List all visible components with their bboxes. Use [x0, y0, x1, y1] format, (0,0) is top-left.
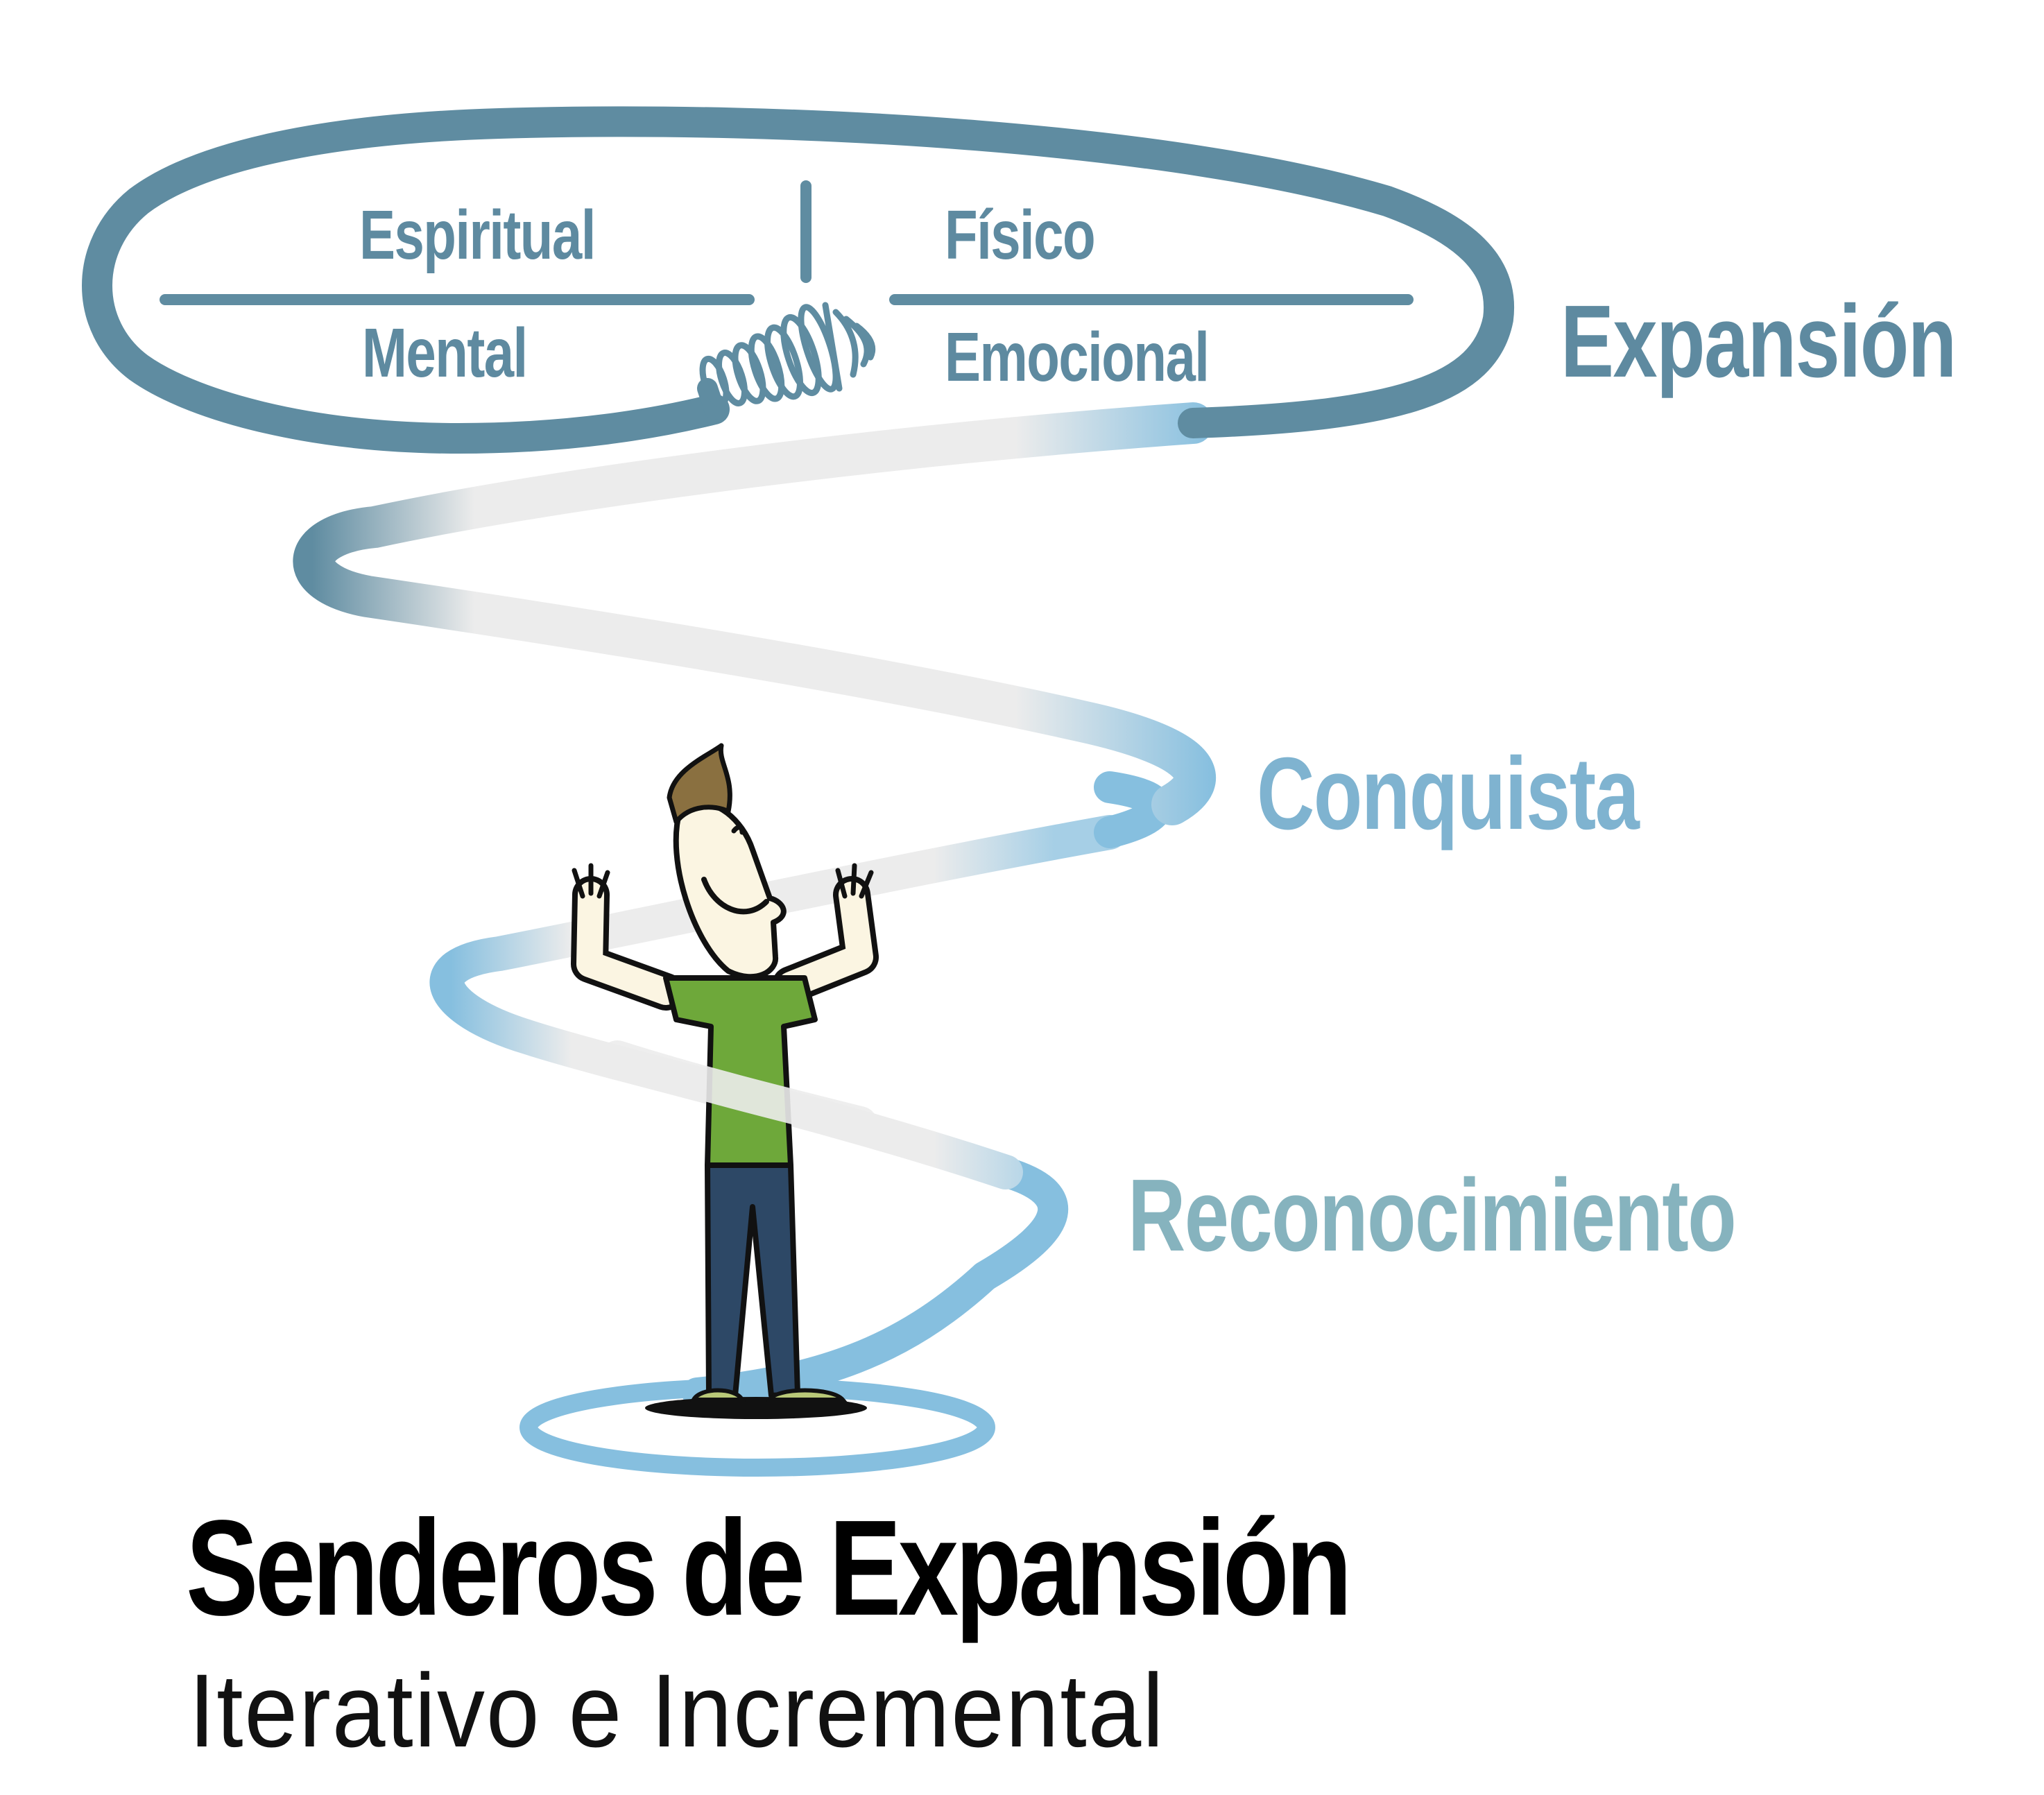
- quadrant-dividers: [160, 180, 1414, 305]
- path-lower-rise: [682, 1157, 1069, 1408]
- quadrant-espiritual: Espiritual: [359, 196, 596, 274]
- path-lower-front: [600, 1040, 877, 1141]
- quadrant-emocional: Emocional: [945, 318, 1210, 396]
- quadrant-fisico: Físico: [945, 196, 1096, 274]
- stage-expansion: Expansión: [1561, 284, 1957, 399]
- page-title: Senderos de Expansión: [186, 1492, 1352, 1644]
- page-subtitle: Iterativo e Incremental: [189, 1652, 1165, 1769]
- stage-reconocimiento: Reconocimiento: [1128, 1158, 1737, 1273]
- coil-icon: [699, 302, 876, 408]
- stage-conquista: Conquista: [1257, 737, 1640, 851]
- path-upper-swirl: [293, 402, 1216, 825]
- quadrant-mental: Mental: [362, 314, 528, 392]
